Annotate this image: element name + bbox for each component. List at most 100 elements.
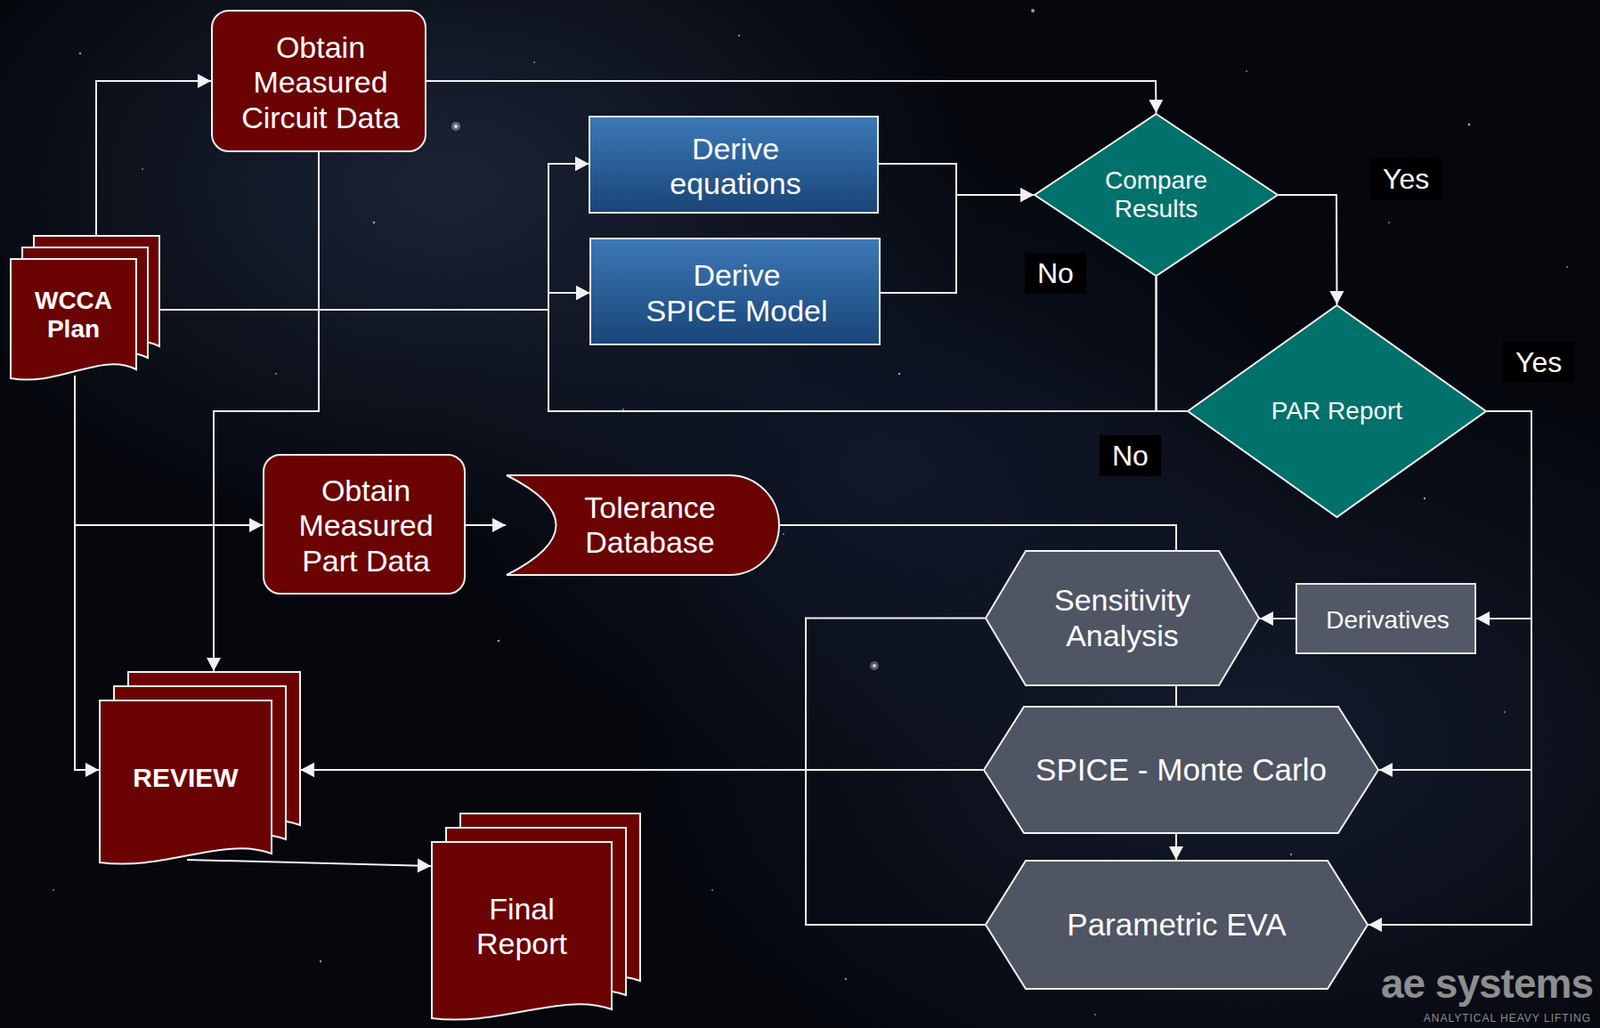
- connector: [880, 187, 1034, 293]
- hexagon-outline: [983, 706, 1379, 834]
- connector: [74, 375, 263, 533]
- text-area: Obtain Measured Circuit Data: [219, 16, 422, 149]
- edge-label: No: [1112, 439, 1149, 472]
- node-text: Derivatives: [1325, 606, 1449, 635]
- node-text: WCCA Plan: [24, 286, 123, 344]
- connector-line: [160, 292, 590, 310]
- node-text: Obtain Measured Part Data: [271, 473, 461, 578]
- decision-diamond: PAR Report: [1186, 304, 1487, 519]
- arrowhead: [197, 73, 212, 89]
- diamond-outline: [1034, 113, 1278, 277]
- database-outline: [506, 475, 780, 576]
- arrowhead: [1476, 611, 1490, 626]
- connector-line: [1476, 411, 1532, 619]
- connector-line: [300, 770, 985, 926]
- connector: [300, 763, 985, 926]
- document-stack: Final Report: [430, 812, 642, 1024]
- text-area: Derive equations: [597, 122, 874, 211]
- diamond-outline: [1187, 305, 1487, 518]
- process-box: Derive equations: [588, 115, 879, 214]
- database-shape: Tolerance Database: [505, 474, 780, 577]
- edge-label: Yes: [1382, 162, 1430, 195]
- analysis-hexagon: SPICE - Monte Carlo: [982, 706, 1380, 835]
- text-area: Derive SPICE Model: [598, 244, 876, 342]
- node-text: Tolerance Database: [560, 490, 740, 561]
- document-page: [431, 842, 612, 1021]
- connector-line: [426, 81, 1157, 114]
- arrowhead: [1329, 291, 1344, 305]
- connector: [300, 618, 985, 779]
- text-area: REVIEW: [98, 699, 273, 857]
- connector: [160, 285, 590, 310]
- edge-label: No: [1037, 257, 1074, 290]
- process-box: Obtain Measured Part Data: [262, 454, 466, 595]
- text-area: Derivatives: [1304, 590, 1471, 651]
- arrowhead: [575, 156, 589, 171]
- arrowhead: [576, 285, 590, 301]
- arrowhead: [1169, 846, 1184, 861]
- text-area: Tolerance Database: [555, 478, 745, 573]
- connector: [96, 73, 212, 236]
- edge-label-box: Yes: [1370, 158, 1442, 200]
- node-text: SPICE - Monte Carlo: [1035, 752, 1327, 788]
- edge-label-box: No: [1024, 252, 1087, 294]
- connector: [1169, 834, 1184, 861]
- arrowhead: [576, 285, 590, 301]
- connector-line: [880, 194, 1034, 293]
- document-page: [10, 259, 137, 381]
- arrowhead: [206, 657, 221, 672]
- arrowhead: [300, 763, 315, 778]
- text-area: WCCA Plan: [9, 258, 138, 373]
- analysis-hexagon: Sensitivity Analysis: [984, 550, 1260, 687]
- connector-line: [1368, 411, 1532, 926]
- arrowhead: [417, 859, 431, 874]
- arrowhead: [1259, 611, 1274, 626]
- connector: [426, 81, 1163, 114]
- connector-line: [186, 860, 431, 867]
- connector-line: [779, 525, 1177, 551]
- logo-text: ae systems: [1380, 960, 1593, 1008]
- edge-label-box: Yes: [1502, 341, 1575, 383]
- hexagon-outline: [985, 860, 1368, 990]
- text-area: SPICE - Monte Carlo: [1018, 711, 1344, 829]
- connector-line: [96, 81, 212, 236]
- arrowhead: [1368, 917, 1382, 933]
- connector: [1259, 611, 1296, 626]
- process-box: Obtain Measured Circuit Data: [211, 9, 427, 153]
- connector-line: [1278, 194, 1338, 305]
- logo-tagline-box: ANALYTICAL HEAVY LIFTING: [1423, 1009, 1592, 1026]
- connector-line: [1175, 686, 1178, 707]
- document-stack: REVIEW: [98, 671, 301, 868]
- connector-line: [878, 163, 1034, 195]
- connector-line: [74, 375, 99, 771]
- text-area: Final Report: [430, 841, 613, 1013]
- document-stack: WCCA Plan: [9, 235, 161, 383]
- logo-text-box: ae systems: [1380, 959, 1593, 1008]
- connector: [1368, 411, 1532, 933]
- connector: [160, 156, 589, 310]
- arrowhead: [1148, 99, 1163, 114]
- arrowhead: [1020, 187, 1034, 203]
- connector: [1476, 411, 1532, 626]
- node-text: Derive SPICE Model: [644, 258, 829, 328]
- arrowhead: [300, 763, 315, 778]
- text-area: Obtain Measured Part Data: [271, 461, 461, 592]
- arrowhead: [575, 156, 589, 171]
- text-area: Compare Results: [1082, 146, 1230, 244]
- arrowhead: [1379, 763, 1393, 778]
- node-text: Compare Results: [1094, 166, 1219, 224]
- connector-line: [300, 618, 985, 772]
- connector: [1278, 194, 1344, 305]
- text-area: Parametric EVA: [1020, 865, 1333, 985]
- process-box: Derivatives: [1295, 583, 1477, 655]
- edge-label: Yes: [1515, 346, 1562, 379]
- logo-tagline: ANALYTICAL HEAVY LIFTING: [1423, 1012, 1592, 1025]
- connector-line: [160, 163, 589, 310]
- process-box: Derive SPICE Model: [589, 237, 881, 346]
- text-area: PAR Report: [1246, 347, 1427, 476]
- arrowhead: [249, 518, 263, 533]
- document-page: [99, 700, 272, 865]
- node-text: Derive equations: [646, 131, 825, 202]
